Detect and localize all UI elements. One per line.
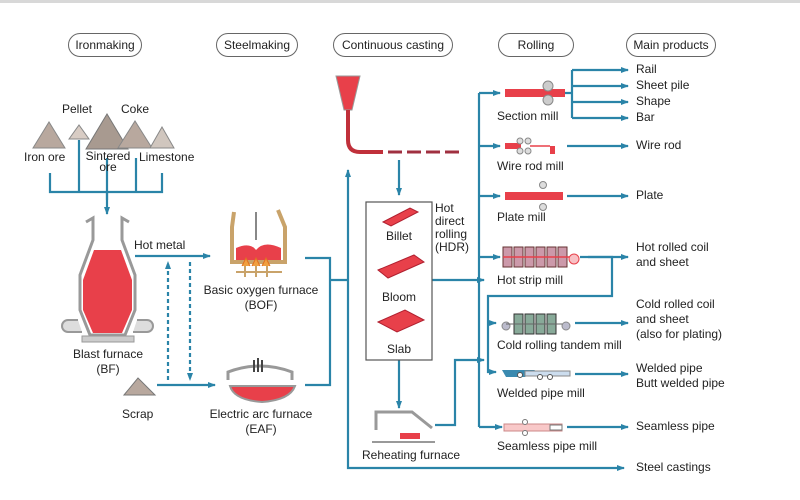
iron-ore-pile-icon	[32, 121, 66, 149]
stage-ironmaking: Ironmaking	[68, 33, 142, 57]
plate-mill-label: Plate mill	[497, 210, 546, 224]
product-plate: Plate	[636, 188, 664, 202]
hot-metal-label: Hot metal	[134, 238, 186, 252]
top-border	[0, 0, 800, 3]
basic-oxygen-furnace-icon	[230, 209, 287, 277]
flow-lines	[48, 67, 629, 471]
bloom-label: Bloom	[381, 290, 416, 304]
product-cold-rolled-2: and sheet	[636, 312, 689, 326]
reheating-furnace-label: Reheating furnace	[362, 448, 461, 462]
reheating-furnace-icon	[372, 410, 435, 443]
semi-finished-box	[365, 201, 433, 361]
blast-furnace-icon	[61, 215, 154, 343]
billet-label: Billet	[385, 229, 412, 243]
hdr-label-2: direct	[435, 214, 465, 228]
bloom-icon	[377, 254, 426, 279]
hot-strip-mill-icon	[502, 246, 580, 268]
cold-rolling-tandem-mill-icon	[501, 313, 571, 335]
blast-furnace-abbr: (BF)	[96, 362, 120, 376]
product-shape: Shape	[636, 94, 671, 108]
seamless-pipe-mill-icon	[503, 419, 563, 436]
coke-pile-icon	[117, 120, 153, 149]
coke-label: Coke	[121, 102, 150, 116]
hdr-label-4: (HDR)	[435, 240, 469, 254]
stage-rolling: Rolling	[498, 33, 574, 57]
stage-steelmaking: Steelmaking	[216, 33, 298, 57]
seamless-pipe-mill-label: Seamless pipe mill	[497, 439, 598, 453]
semi-finished-shapes	[376, 207, 426, 333]
eaf-label: Electric arc furnace	[209, 407, 313, 421]
limestone-label: Limestone	[139, 150, 195, 164]
product-cold-rolled-3: (also for plating)	[636, 327, 723, 341]
wire-rod-mill-label: Wire rod mill	[497, 159, 564, 173]
billet-icon	[381, 207, 420, 227]
wire-rod-mill-icon	[505, 137, 555, 155]
product-welded-pipe: Welded pipe	[636, 361, 703, 375]
slab-label: Slab	[386, 342, 412, 356]
pellet-label: Pellet	[62, 102, 93, 116]
stage-main-products: Main products	[626, 33, 716, 57]
slab-icon	[376, 309, 426, 333]
product-hot-rolled-2: and sheet	[636, 255, 689, 269]
section-mill-icon	[505, 80, 565, 106]
continuous-caster-icon	[335, 75, 459, 154]
scrap-label: Scrap	[122, 407, 154, 421]
product-cold-rolled-1: Cold rolled coil	[636, 297, 715, 311]
product-hot-rolled-1: Hot rolled coil	[636, 240, 709, 254]
scrap-pile-icon	[122, 377, 157, 396]
eaf-abbr: (EAF)	[245, 422, 277, 436]
section-mill-label: Section mill	[497, 109, 559, 123]
electric-arc-furnace-icon	[226, 358, 297, 404]
bof-label: Basic oxygen furnace	[203, 283, 319, 297]
hdr-label-3: rolling	[435, 227, 468, 241]
welded-pipe-mill-label: Welded pipe mill	[497, 386, 585, 400]
sintered-ore-pile-icon	[85, 113, 129, 150]
pellet-pile-icon	[68, 124, 90, 140]
product-rail: Rail	[636, 62, 657, 76]
sintered-ore-label: Sintered ore	[85, 149, 131, 174]
hdr-label-1: Hot	[435, 201, 454, 215]
limestone-pile-icon	[149, 125, 175, 149]
welded-pipe-mill-icon	[502, 370, 571, 380]
product-butt-welded-pipe: Butt welded pipe	[636, 376, 725, 390]
cold-rolling-tandem-mill-label: Cold rolling tandem mill	[497, 338, 622, 352]
mill-icons	[501, 80, 580, 436]
product-steel-castings: Steel castings	[636, 460, 711, 474]
product-sheet-pile: Sheet pile	[636, 78, 690, 92]
raw-material-piles	[32, 113, 175, 396]
plate-mill-icon	[505, 181, 563, 211]
bof-abbr: (BOF)	[244, 298, 278, 312]
stage-continuous-casting: Continuous casting	[333, 33, 453, 57]
hot-strip-mill-label: Hot strip mill	[497, 273, 564, 287]
product-wire-rod: Wire rod	[636, 138, 682, 152]
blast-furnace-label: Blast furnace	[72, 347, 144, 361]
product-seamless-pipe: Seamless pipe	[636, 419, 715, 433]
iron-ore-label: Iron ore	[24, 150, 66, 164]
product-bar: Bar	[636, 110, 655, 124]
